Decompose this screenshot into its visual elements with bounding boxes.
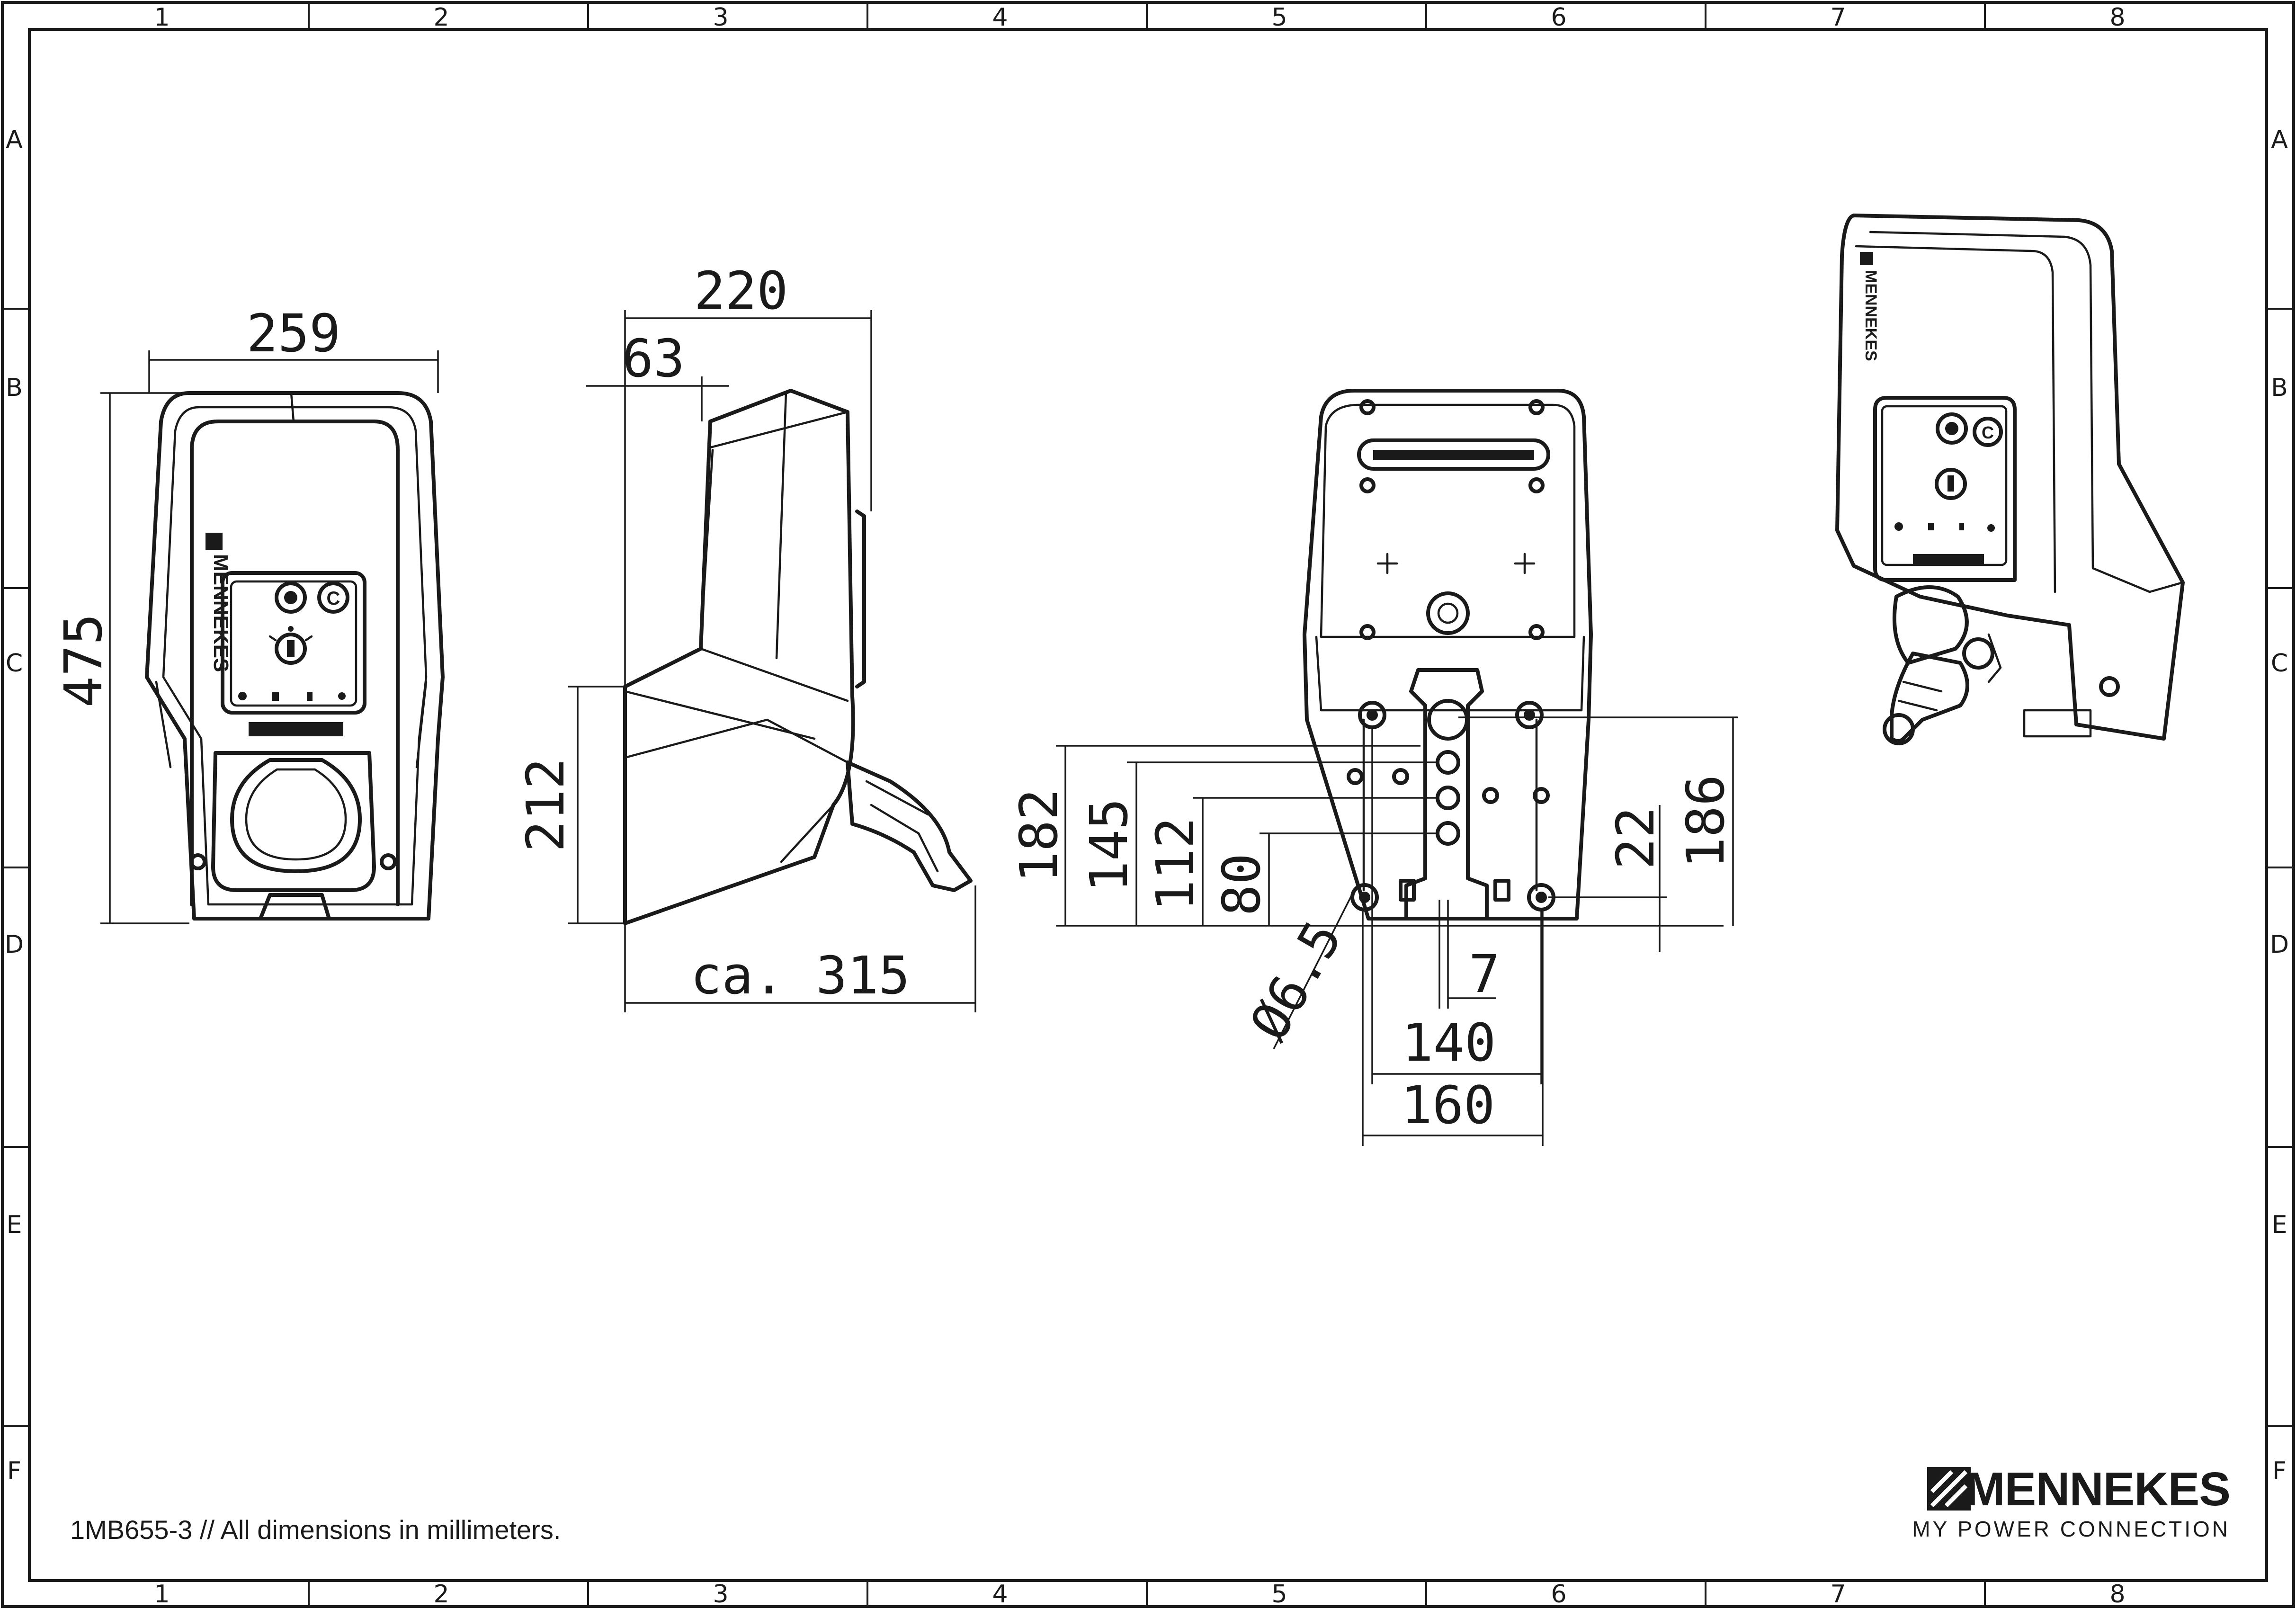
row-label-right: D bbox=[2270, 930, 2289, 959]
svg-text:C: C bbox=[1982, 423, 1994, 442]
col-label-top: 6 bbox=[1551, 3, 1566, 32]
dim-rear-160: 160 bbox=[1401, 1075, 1495, 1135]
col-label-top: 5 bbox=[1271, 3, 1287, 32]
isometric-view: C MENNEKES bbox=[1835, 214, 2185, 745]
mennekes-logo-icon bbox=[205, 533, 223, 550]
row-label-right: E bbox=[2272, 1211, 2287, 1239]
dim-rear-140: 140 bbox=[1402, 1012, 1496, 1073]
brand-name: MENNEKES bbox=[1965, 1463, 2231, 1516]
dim-side-depth: 220 bbox=[694, 260, 788, 321]
dim-rear-186: 186 bbox=[1675, 775, 1736, 869]
iso-device-brand-label: MENNEKES bbox=[1862, 270, 1880, 361]
dim-rear-slot: 7 bbox=[1469, 944, 1500, 1004]
col-label-top: 3 bbox=[713, 3, 728, 32]
zone-labels: 1 2 3 4 5 6 7 8 1 2 3 4 5 6 7 8 A B C D … bbox=[5, 3, 2289, 1609]
side-dimensions: 220 63 212 ca. 315 bbox=[515, 260, 976, 1012]
dim-rear-112: 112 bbox=[1145, 817, 1206, 912]
row-label-left: F bbox=[7, 1457, 21, 1485]
col-label-top: 2 bbox=[433, 3, 449, 32]
dim-rear-hole-dia: Ø6.5 bbox=[1238, 911, 1353, 1050]
dim-rear-182: 182 bbox=[1009, 789, 1069, 883]
col-label-bottom: 2 bbox=[433, 1580, 449, 1609]
dim-rear-80: 80 bbox=[1211, 853, 1272, 916]
row-label-right: B bbox=[2271, 374, 2288, 402]
row-label-right: A bbox=[2271, 125, 2288, 154]
rear-view bbox=[1303, 389, 1593, 921]
col-label-bottom: 1 bbox=[154, 1580, 170, 1609]
dim-front-height: 475 bbox=[53, 614, 114, 708]
col-label-top: 7 bbox=[1830, 3, 1846, 32]
key-switch-icon bbox=[275, 633, 307, 665]
rear-dimensions: 182 145 112 80 22 186 Ø6.5 7 140 160 bbox=[1009, 716, 1738, 1146]
col-label-bottom: 6 bbox=[1551, 1580, 1566, 1609]
row-label-left: C bbox=[6, 649, 23, 678]
dim-rear-22: 22 bbox=[1605, 807, 1666, 869]
dim-side-lower-height: 212 bbox=[515, 758, 576, 852]
dim-rear-145: 145 bbox=[1079, 798, 1139, 893]
col-label-top: 1 bbox=[154, 3, 170, 32]
mennekes-logo-icon bbox=[1927, 1467, 1971, 1511]
row-label-left: A bbox=[6, 125, 23, 154]
row-label-right: F bbox=[2272, 1457, 2287, 1485]
status-led-icon bbox=[275, 581, 307, 614]
col-label-bottom: 7 bbox=[1830, 1580, 1846, 1609]
col-label-bottom: 4 bbox=[992, 1580, 1008, 1609]
row-label-left: B bbox=[6, 374, 23, 402]
col-label-bottom: 3 bbox=[713, 1580, 728, 1609]
col-label-bottom: 8 bbox=[2109, 1580, 2125, 1609]
brand-tagline: MY POWER CONNECTION bbox=[1912, 1517, 2230, 1541]
dimensions-note: 1MB655-3 // All dimensions in millimeter… bbox=[70, 1515, 561, 1545]
row-label-right: C bbox=[2271, 649, 2288, 678]
dim-side-offset: 63 bbox=[622, 328, 685, 389]
side-view bbox=[623, 389, 973, 925]
front-dimensions: 259 475 bbox=[53, 303, 439, 924]
svg-text:C: C bbox=[327, 588, 340, 609]
dim-front-width: 259 bbox=[247, 303, 341, 364]
row-label-left: E bbox=[7, 1211, 22, 1239]
dim-side-total-depth: ca. 315 bbox=[690, 945, 910, 1006]
col-label-bottom: 5 bbox=[1271, 1580, 1287, 1609]
row-label-left: D bbox=[5, 930, 24, 959]
col-label-top: 4 bbox=[992, 3, 1008, 32]
col-label-top: 8 bbox=[2109, 3, 2125, 32]
front-view: MENNEKES C bbox=[145, 391, 445, 921]
